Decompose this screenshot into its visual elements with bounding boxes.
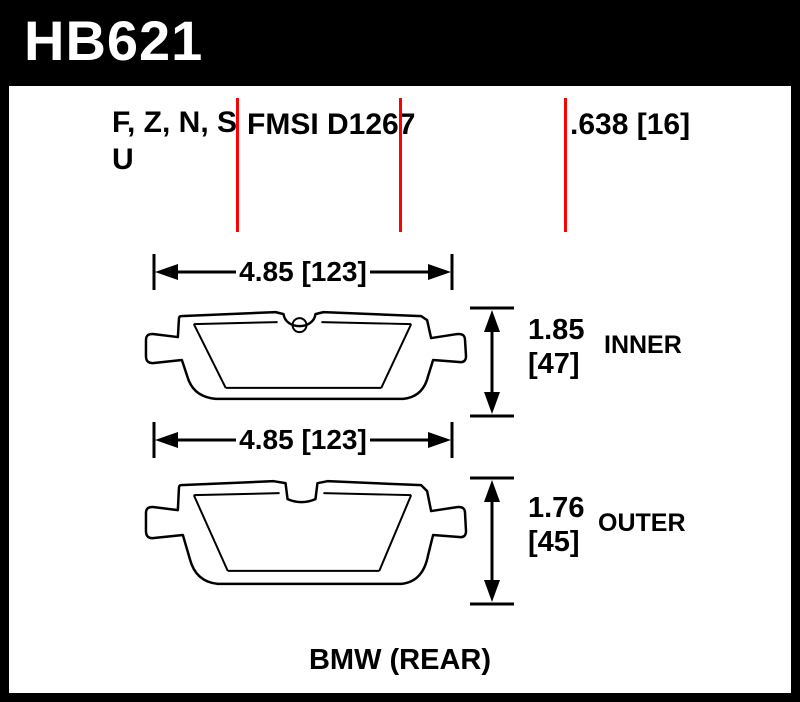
- vehicle-application: BMW (REAR): [308, 644, 491, 676]
- part-number: HB621: [24, 9, 204, 72]
- red-divider-1: [236, 98, 239, 232]
- width-arrow: [152, 254, 454, 290]
- outer-pad-width-dimension: 4.85 [123]: [152, 422, 454, 458]
- outer-pad-width-label: 4.85 [123]: [239, 424, 367, 455]
- pad-thickness: .638 [16]: [570, 108, 691, 141]
- fmsi-number: FMSI D1267: [247, 108, 416, 141]
- red-divider-2: [399, 98, 402, 232]
- outer-pad-height-bracket: [45]: [528, 526, 580, 558]
- inner-pad-drawing: [144, 310, 468, 401]
- inner-pad-label: INNER: [604, 331, 682, 359]
- header-bar: [0, 0, 800, 86]
- compound-codes-line2: U: [112, 143, 134, 176]
- red-divider-3: [564, 98, 567, 232]
- width-arrow: [152, 422, 454, 458]
- inner-pad-width-label: 4.85 [123]: [239, 256, 367, 287]
- compound-codes-line1: F, Z, N, S: [112, 106, 238, 139]
- outer-pad-height-arrow: [470, 476, 514, 606]
- compound-codes: F, Z, N, S U: [112, 104, 237, 178]
- outer-pad-label: OUTER: [598, 509, 686, 537]
- inner-pad-width-dimension: 4.85 [123]: [152, 254, 454, 290]
- outer-pad-height-value: 1.76: [528, 492, 585, 524]
- inner-pad-height-value: 1.85: [528, 314, 585, 346]
- inner-pad-height-arrow: [470, 306, 514, 418]
- outer-pad-drawing: [144, 479, 468, 586]
- inner-pad-height-bracket: [47]: [528, 348, 580, 380]
